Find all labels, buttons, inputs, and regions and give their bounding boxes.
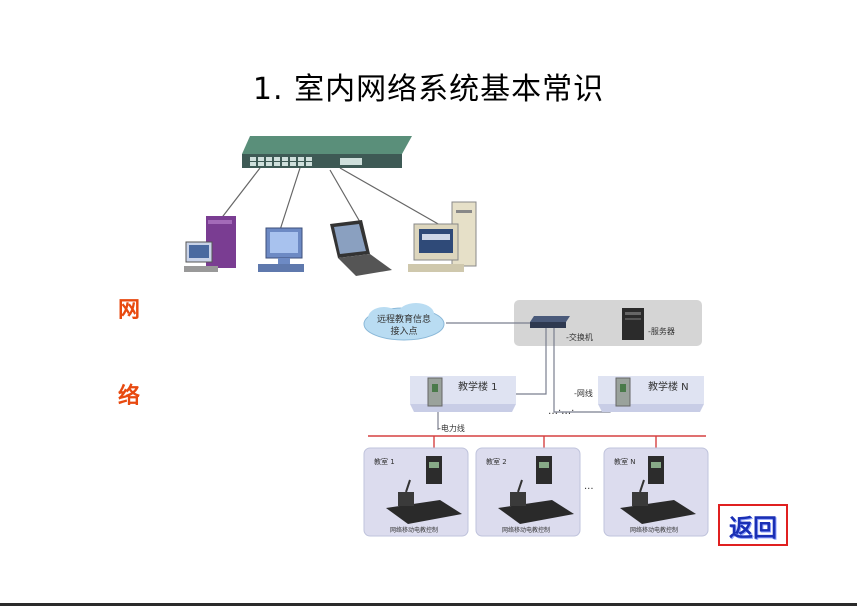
building-n-label: 教学楼 N (648, 380, 689, 393)
classroom-n-panel (603, 447, 709, 537)
network-topology-illustration (184, 136, 477, 276)
side-text-1: 网 (118, 298, 141, 323)
classroom-1-panel (363, 447, 469, 537)
classroom-2-label: 教室 2 (486, 457, 507, 466)
bottom-divider (0, 603, 857, 606)
switch-label: -交换机 (566, 332, 593, 342)
network-switch-icon (242, 136, 412, 168)
power-line-label: -电力线 (438, 423, 465, 433)
remote-access-cloud-icon (363, 303, 445, 341)
classroom-1-caption: 网络移动电教控制 (390, 526, 438, 534)
return-button-label: 返回 (729, 512, 777, 542)
classroom-ellipsis: ··· (584, 484, 594, 495)
return-button[interactable]: 返回 (718, 504, 788, 546)
side-text-2: 络 (118, 384, 141, 409)
desktop-computer-icon (184, 216, 236, 272)
server-room-panel (514, 300, 702, 346)
server-label: -服务器 (648, 326, 675, 336)
classroom-2-caption: 网络移动电教控制 (502, 526, 550, 534)
page-title: 1. 室内网络系统基本常识 (252, 72, 605, 107)
classroom-1-label: 教室 1 (374, 457, 395, 466)
server-icon (622, 308, 644, 340)
switch-cables (219, 167, 441, 231)
classroom-n-caption: 网络移动电教控制 (630, 526, 678, 534)
monitor-computer-icon (258, 227, 304, 272)
building-1-panel (410, 376, 516, 412)
building-n-panel (598, 376, 704, 412)
workstation-computer-icon (408, 201, 477, 272)
classroom-n-label: 教室 N (614, 457, 635, 466)
switch-icon (530, 316, 570, 328)
cloud-label-line2: 接入点 (390, 325, 417, 337)
laptop-icon (330, 220, 392, 276)
building-1-label: 教学楼 1 (458, 380, 498, 393)
classroom-2-panel (475, 447, 581, 537)
cloud-label-line1: 远程教育信息 (377, 313, 431, 325)
campus-network-diagram: 远程教育信息 接入点 -交换机 -服务器 教学楼 1 教学楼 N -网线 …·…… (363, 300, 709, 537)
network-cable-label: -网线 (574, 388, 593, 398)
building-ellipsis: …·…· (548, 406, 574, 417)
